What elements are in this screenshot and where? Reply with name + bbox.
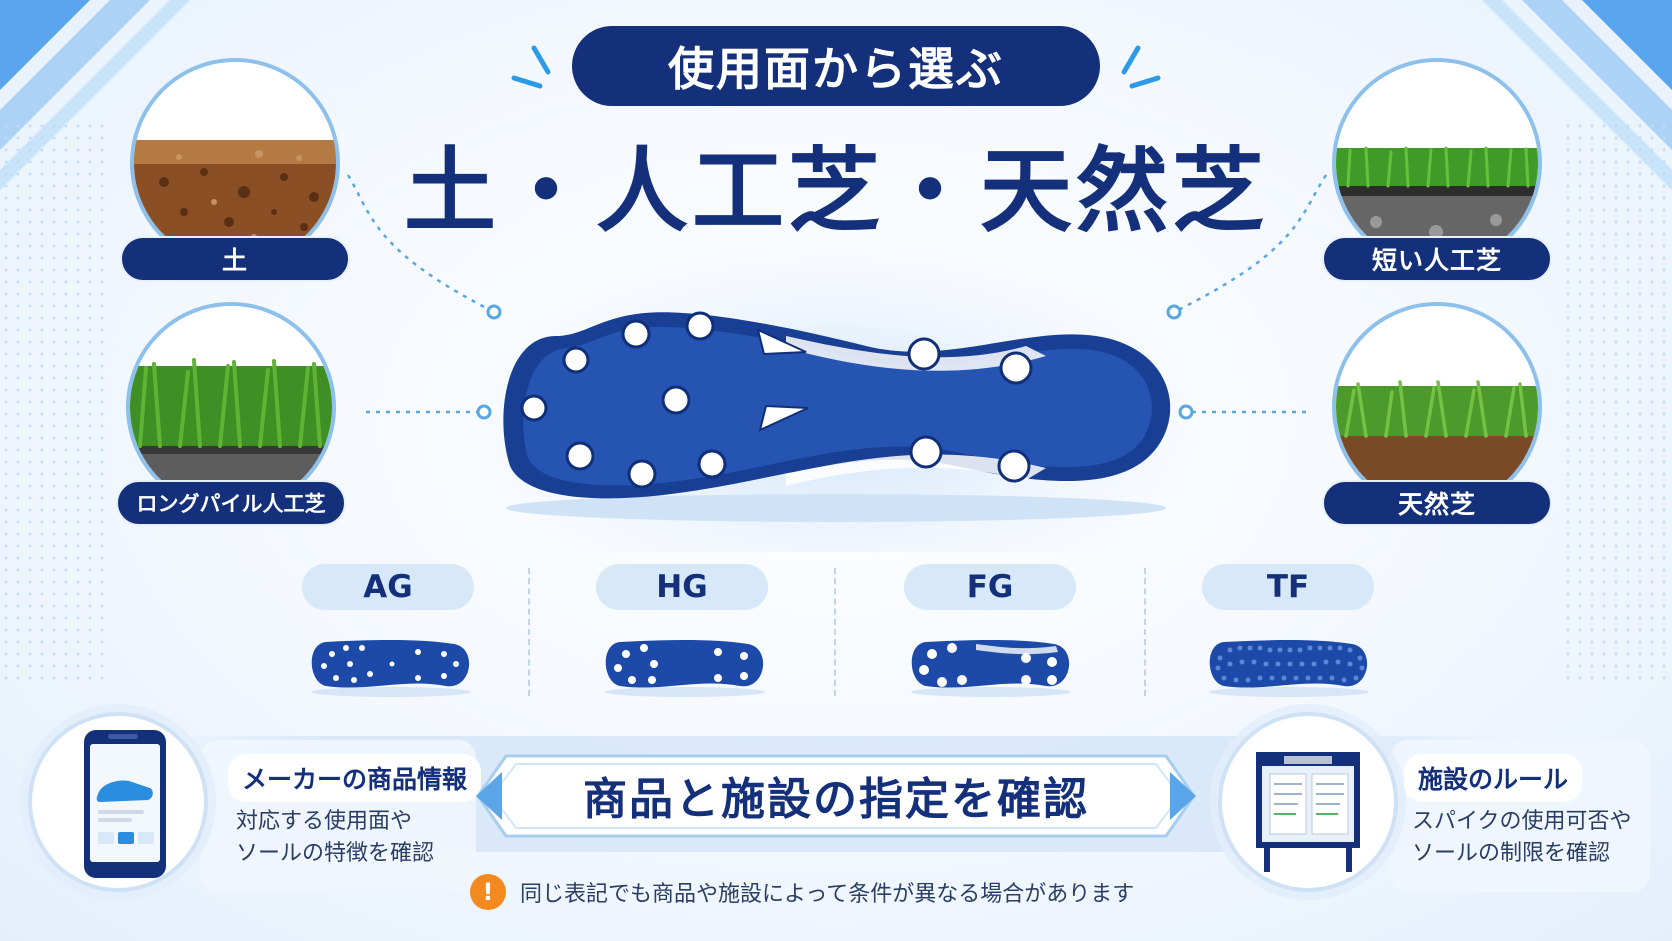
type-label-hg: HG bbox=[596, 564, 768, 610]
center-message: 商品と施設の指定を確認 bbox=[583, 774, 1089, 825]
center-banner-frame bbox=[476, 754, 1196, 838]
facility-rules-line1: スパイクの使用可否や bbox=[1412, 809, 1632, 834]
maker-info-line1: 対応する使用面や bbox=[236, 809, 413, 834]
dot-pattern-left bbox=[0, 120, 110, 680]
maker-info-title-wrap: メーカーの商品情報 bbox=[228, 754, 482, 802]
short-turf-photo bbox=[1332, 58, 1542, 268]
type-label-fg: FG bbox=[904, 564, 1076, 610]
long-pile-turf-photo bbox=[126, 302, 336, 512]
tf-sole-icon bbox=[1209, 640, 1369, 697]
header-tag: 使用面から選ぶ bbox=[572, 26, 1100, 106]
facility-rules-line2: ソールの制限を確認 bbox=[1412, 841, 1611, 866]
surface-long-pile: ロングパイル人工芝 bbox=[116, 302, 346, 542]
smartphone-icon bbox=[84, 730, 166, 878]
page-title: 土・人工芝・天然芝 bbox=[403, 137, 1268, 245]
divider bbox=[528, 568, 530, 696]
maker-info-title: メーカーの商品情報 bbox=[228, 754, 482, 802]
divider bbox=[1144, 568, 1146, 696]
dot-pattern-right bbox=[1562, 120, 1672, 680]
type-label-tf: TF bbox=[1202, 564, 1374, 610]
notice-board-icon bbox=[1256, 752, 1360, 872]
notice-board-circle bbox=[1218, 712, 1398, 892]
notice: ! 同じ表記でも商品や施設によって条件が異なる場合があります bbox=[470, 872, 1134, 912]
divider bbox=[834, 568, 836, 696]
maker-info-line2: ソールの特徴を確認 bbox=[236, 841, 435, 866]
facility-rules-title: 施設のルール bbox=[1404, 754, 1583, 802]
sparkle-left-icon bbox=[511, 45, 551, 89]
warning-icon: ! bbox=[470, 874, 506, 910]
surface-soil: 土 bbox=[120, 58, 350, 298]
surface-short-turf: 短い人工芝 bbox=[1322, 58, 1552, 298]
facility-rules-title-wrap: 施設のルール bbox=[1404, 754, 1583, 802]
surface-label-short-turf: 短い人工芝 bbox=[1322, 236, 1552, 282]
notice-text: 同じ表記でも商品や施設によって条件が異なる場合があります bbox=[520, 882, 1135, 907]
facility-rules-text: スパイクの使用可否や ソールの制限を確認 bbox=[1412, 806, 1632, 870]
surface-label-natural: 天然芝 bbox=[1322, 480, 1552, 526]
surface-label-soil: 土 bbox=[120, 236, 350, 282]
sparkle-right-icon bbox=[1121, 45, 1161, 89]
surface-label-long-pile: ロングパイル人工芝 bbox=[116, 480, 346, 526]
fg-sole-icon bbox=[911, 640, 1071, 697]
maker-info-text: 対応する使用面や ソールの特徴を確認 bbox=[236, 806, 434, 870]
type-label-ag: AG bbox=[302, 564, 474, 610]
hg-sole-icon bbox=[605, 640, 765, 697]
natural-grass-photo bbox=[1332, 302, 1542, 512]
surface-natural: 天然芝 bbox=[1322, 302, 1552, 542]
smartphone-circle bbox=[28, 712, 208, 892]
ag-sole-icon bbox=[311, 640, 471, 697]
cleat-sole-icon bbox=[503, 311, 1171, 522]
